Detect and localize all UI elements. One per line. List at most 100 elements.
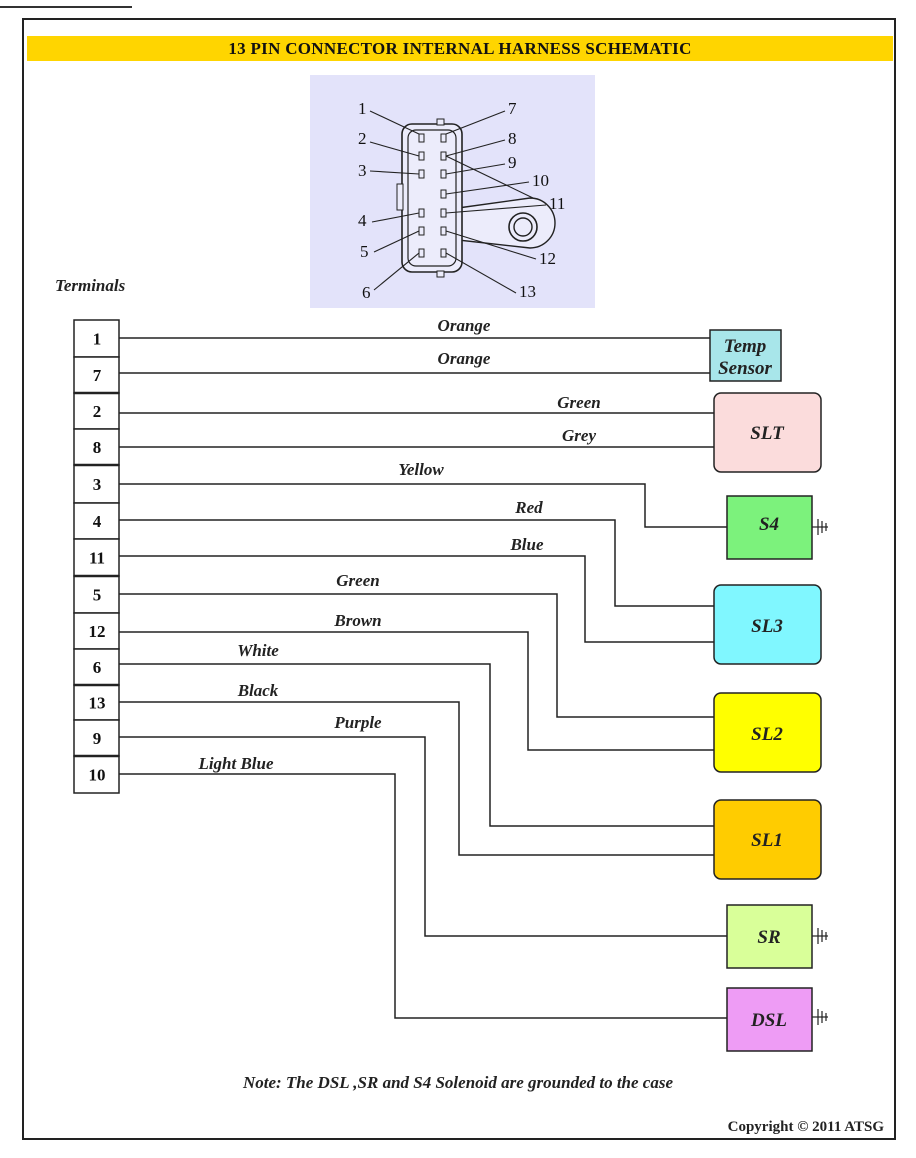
pin-number: 6 bbox=[362, 283, 371, 302]
slt-solenoid-label: SLT bbox=[750, 423, 785, 444]
terminal-cell bbox=[73, 719, 120, 757]
pin-number: 9 bbox=[508, 153, 517, 172]
dsl-solenoid-label: DSL bbox=[750, 1010, 787, 1031]
terminal-number: 13 bbox=[89, 694, 106, 713]
terminal-cell bbox=[73, 428, 120, 466]
temp-sensor-box bbox=[709, 329, 782, 382]
pin-leader-line bbox=[373, 252, 420, 291]
terminal-cell bbox=[73, 319, 120, 358]
terminal-cell bbox=[73, 755, 120, 794]
sl2-solenoid-label: SL2 bbox=[751, 724, 783, 745]
pin-cavity bbox=[440, 169, 447, 179]
harness-wire bbox=[119, 663, 714, 827]
pin-number: 1 bbox=[358, 99, 367, 118]
pin-cavity bbox=[440, 208, 447, 218]
temp-sensor-label: Temp bbox=[724, 336, 767, 357]
pin-number: 4 bbox=[358, 211, 367, 230]
terminal-cell bbox=[73, 502, 120, 540]
wire-color-label: Orange bbox=[438, 349, 491, 368]
mount-hole-outer bbox=[508, 212, 538, 242]
sr-solenoid-box bbox=[726, 904, 813, 969]
wire-color-label: Black bbox=[237, 681, 279, 700]
sl3-solenoid-label: SL3 bbox=[751, 616, 783, 637]
pin-leader-line bbox=[445, 204, 547, 214]
pin-cavity bbox=[418, 169, 425, 179]
sl2-solenoid: SL2 bbox=[713, 692, 822, 773]
pin-number: 7 bbox=[508, 99, 517, 118]
pin-leader-line bbox=[369, 110, 420, 135]
wire-color-label: Grey bbox=[562, 426, 596, 445]
terminal-number: 12 bbox=[89, 622, 106, 641]
ground-symbol-icon bbox=[812, 928, 828, 944]
page-corner-mark bbox=[0, 0, 132, 8]
ground-symbol-icon bbox=[812, 519, 828, 535]
pin-cavity bbox=[418, 133, 425, 143]
sr-solenoid-label: SR bbox=[757, 927, 780, 948]
terminal-number: 11 bbox=[89, 549, 105, 568]
terminal-number: 9 bbox=[93, 729, 102, 748]
terminal-cell bbox=[73, 538, 120, 577]
wires bbox=[119, 337, 727, 1019]
s4-solenoid: S4 bbox=[726, 495, 828, 560]
grounding-note: Note: The DSL ,SR and S4 Solenoid are gr… bbox=[242, 1073, 674, 1092]
connector-key-bottom bbox=[436, 270, 445, 278]
terminal-number: 2 bbox=[93, 402, 102, 421]
pin-number: 11 bbox=[549, 194, 565, 213]
dsl-solenoid: DSL bbox=[726, 987, 828, 1052]
ground-symbol-icon bbox=[812, 1009, 828, 1025]
wire-color-label: Orange bbox=[438, 316, 491, 335]
wire-color-label: Brown bbox=[333, 611, 381, 630]
pin-cavity bbox=[440, 248, 447, 258]
terminal-number: 1 bbox=[93, 330, 102, 349]
connector-body-inner bbox=[407, 129, 457, 267]
sl2-solenoid-box bbox=[713, 692, 822, 773]
pin-number: 8 bbox=[508, 129, 517, 148]
diagram-frame bbox=[22, 18, 896, 1140]
pin-number: 5 bbox=[360, 242, 369, 261]
pin-number: 13 bbox=[519, 282, 536, 301]
pin-cavity bbox=[440, 189, 447, 199]
harness-wire bbox=[119, 593, 714, 718]
pin-cavity bbox=[440, 151, 447, 161]
wire-color-label: White bbox=[237, 641, 279, 660]
harness-wire bbox=[119, 519, 714, 607]
connector-body-outer bbox=[401, 123, 463, 273]
pin-leader-line bbox=[445, 163, 506, 175]
wire-color-label: Blue bbox=[509, 535, 544, 554]
pin-cavity bbox=[418, 226, 425, 236]
dsl-solenoid-box bbox=[726, 987, 813, 1052]
connector-key-top bbox=[436, 118, 445, 126]
pin-number: 10 bbox=[532, 171, 549, 190]
terminal-number: 3 bbox=[93, 475, 102, 494]
terminal-number: 5 bbox=[93, 586, 102, 605]
diagram-title: 13 PIN CONNECTOR INTERNAL HARNESS SCHEMA… bbox=[27, 36, 893, 61]
pin-leader-line bbox=[371, 212, 420, 223]
wire-color-label: Green bbox=[336, 571, 379, 590]
harness-wire bbox=[119, 483, 727, 528]
wire-color-label: Red bbox=[514, 498, 543, 517]
connector-latch bbox=[396, 183, 404, 211]
terminal-number: 6 bbox=[93, 658, 102, 677]
terminal-number: 8 bbox=[93, 438, 102, 457]
terminal-cell bbox=[73, 464, 120, 504]
terminal-cell bbox=[73, 612, 120, 650]
copyright: Copyright © 2011 ATSG bbox=[727, 1119, 884, 1135]
temp-sensor-label: Sensor bbox=[718, 358, 772, 379]
sl1-solenoid-label: SL1 bbox=[751, 830, 783, 851]
pin-number: 3 bbox=[358, 161, 367, 180]
terminal-number: 10 bbox=[89, 766, 106, 785]
pin-leader-line bbox=[445, 139, 506, 157]
pin-leader-line bbox=[373, 230, 420, 253]
wire-color-label: Light Blue bbox=[197, 754, 274, 773]
pin-leader-line bbox=[445, 181, 530, 195]
harness-wire bbox=[119, 701, 714, 856]
mount-hole-inner bbox=[513, 217, 533, 237]
harness-wire bbox=[119, 773, 727, 1019]
pin-leader-lines bbox=[369, 110, 547, 294]
pin-cavity bbox=[440, 226, 447, 236]
slt-solenoid: SLT bbox=[713, 392, 822, 473]
sl1-solenoid: SL1 bbox=[713, 799, 822, 880]
pin-leader-line bbox=[445, 110, 506, 135]
pin-number: 12 bbox=[539, 249, 556, 268]
